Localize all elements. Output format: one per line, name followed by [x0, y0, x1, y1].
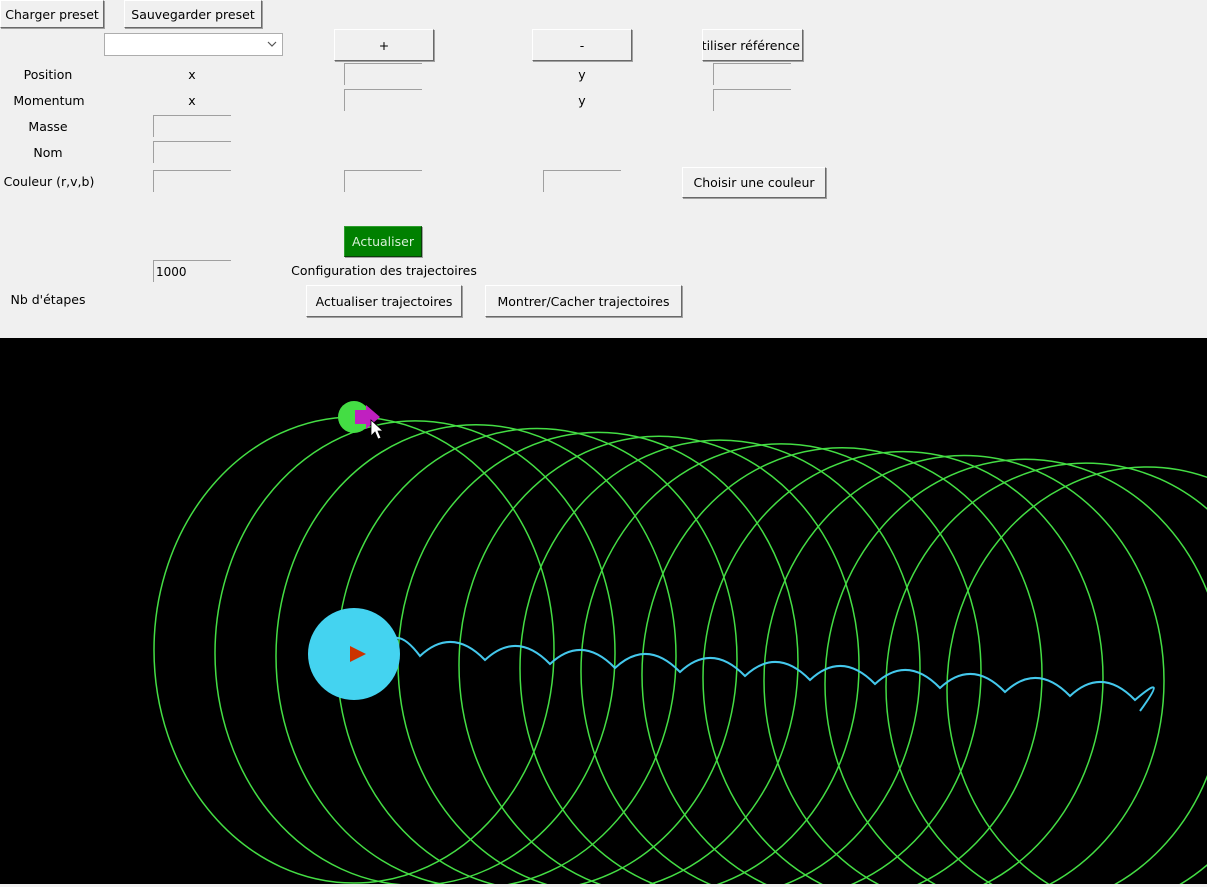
remove-body-button[interactable]: - — [532, 29, 632, 61]
color-label: Couleur (r,v,b) — [3, 174, 95, 189]
trajectories-section-title: Configuration des trajectoires — [291, 263, 477, 278]
momentum-x-label: x — [188, 93, 196, 108]
orbit-loop — [824, 458, 1207, 887]
steps-label: Nb d'étapes — [10, 292, 86, 307]
orbit-loop — [885, 462, 1207, 887]
position-y-label: y — [578, 67, 586, 82]
position-x-input[interactable] — [344, 63, 422, 85]
simulation-view — [153, 401, 1207, 887]
name-label: Nom — [33, 145, 63, 160]
choose-color-button[interactable]: Choisir une couleur — [682, 167, 826, 198]
orbit-loop — [519, 439, 921, 887]
orbit-loop — [946, 466, 1207, 887]
position-x-label: x — [188, 67, 196, 82]
orbit-loop — [397, 431, 799, 887]
satellite-velocity-arrow-icon — [355, 405, 380, 429]
momentum-label: Momentum — [13, 93, 85, 108]
preset-select[interactable] — [104, 33, 283, 56]
name-input[interactable] — [153, 141, 231, 163]
mass-label: Masse — [28, 119, 68, 134]
update-button[interactable]: Actualiser — [344, 226, 422, 257]
momentum-y-label: y — [578, 93, 586, 108]
color-v-input[interactable] — [344, 170, 422, 192]
orbit-loop — [641, 447, 1043, 887]
planet-trajectory — [394, 636, 1155, 712]
load-preset-button[interactable]: Charger preset — [0, 0, 104, 28]
orbit-loop — [702, 450, 1104, 887]
momentum-x-input[interactable] — [344, 89, 422, 111]
add-body-button[interactable]: + — [334, 29, 434, 61]
orbit-loop — [214, 420, 616, 887]
position-label: Position — [23, 67, 73, 82]
use-reference-button[interactable]: Utiliser référence — [702, 29, 803, 61]
mass-input[interactable] — [153, 115, 231, 137]
momentum-y-input[interactable] — [713, 89, 791, 111]
color-r-input[interactable] — [153, 170, 231, 192]
orbit-loop — [580, 443, 982, 887]
color-b-input[interactable] — [543, 170, 621, 192]
orbit-loop — [458, 435, 860, 887]
chevron-down-icon — [267, 41, 277, 47]
steps-input[interactable] — [153, 260, 231, 282]
update-trajectories-button[interactable]: Actualiser trajectoires — [306, 285, 462, 317]
mouse-cursor-icon — [370, 419, 385, 440]
position-y-input[interactable] — [713, 63, 791, 85]
simulation-canvas[interactable] — [0, 338, 1207, 887]
toggle-trajectories-button[interactable]: Montrer/Cacher trajectoires — [485, 285, 682, 317]
satellite-body[interactable] — [338, 401, 370, 433]
save-preset-button[interactable]: Sauvegarder preset — [124, 0, 262, 28]
orbit-loop — [275, 424, 677, 887]
planet-velocity-arrow-icon — [350, 646, 366, 662]
orbit-loop — [763, 454, 1165, 887]
